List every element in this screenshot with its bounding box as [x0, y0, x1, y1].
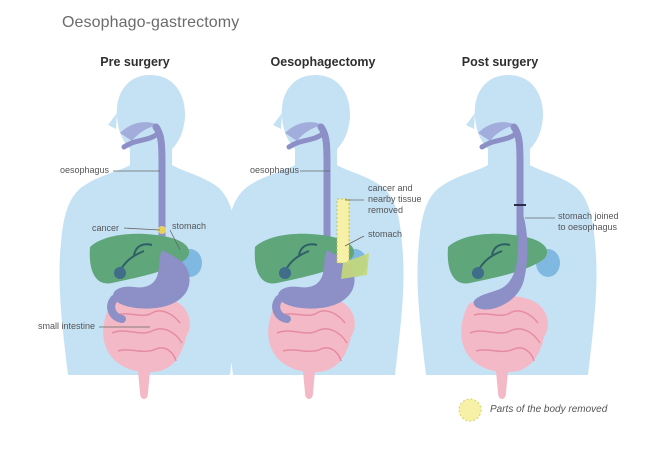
leader-lines	[99, 170, 555, 328]
dashed-yellow-circle-icon	[458, 398, 482, 422]
joined-stomach	[473, 205, 528, 310]
label-oesophagus-oesophagectomy: oesophagus	[250, 165, 300, 175]
label-joined-line-1: stomach joined	[558, 211, 619, 221]
label-removed-tissue: cancer and nearby tissue removed	[368, 183, 422, 216]
label-removed-line-1: cancer and	[368, 183, 413, 193]
page-title: Oesophago-gastrectomy	[62, 14, 240, 31]
label-stomach-oesophagectomy: stomach	[368, 229, 403, 239]
label-small-intestine: small intestine	[38, 321, 96, 331]
label-oesophagus-pre: oesophagus	[60, 165, 110, 175]
removed-stomach-section	[341, 253, 369, 279]
label-stomach-pre: stomach	[172, 221, 207, 231]
label-stomach-joined: stomach joined to oesophagus	[558, 211, 619, 233]
cancer-marker	[158, 226, 166, 234]
panel-heading-post-surgery: Post surgery	[461, 55, 539, 69]
panel-heading-pre-surgery: Pre surgery	[100, 55, 170, 69]
label-cancer: cancer	[92, 223, 120, 233]
pre-surgery-figure	[59, 75, 238, 399]
label-removed-line-2: nearby tissue	[368, 194, 422, 204]
label-removed-line-3: removed	[368, 205, 404, 215]
panel-heading-oesophagectomy: Oesophagectomy	[270, 55, 376, 69]
post-surgery-figure	[417, 75, 596, 399]
label-joined-line-2: to oesophagus	[558, 222, 618, 232]
oesophagectomy-figure	[224, 75, 403, 399]
legend-label: Parts of the body removed	[490, 404, 608, 415]
removed-oesophagus-section	[336, 198, 350, 264]
